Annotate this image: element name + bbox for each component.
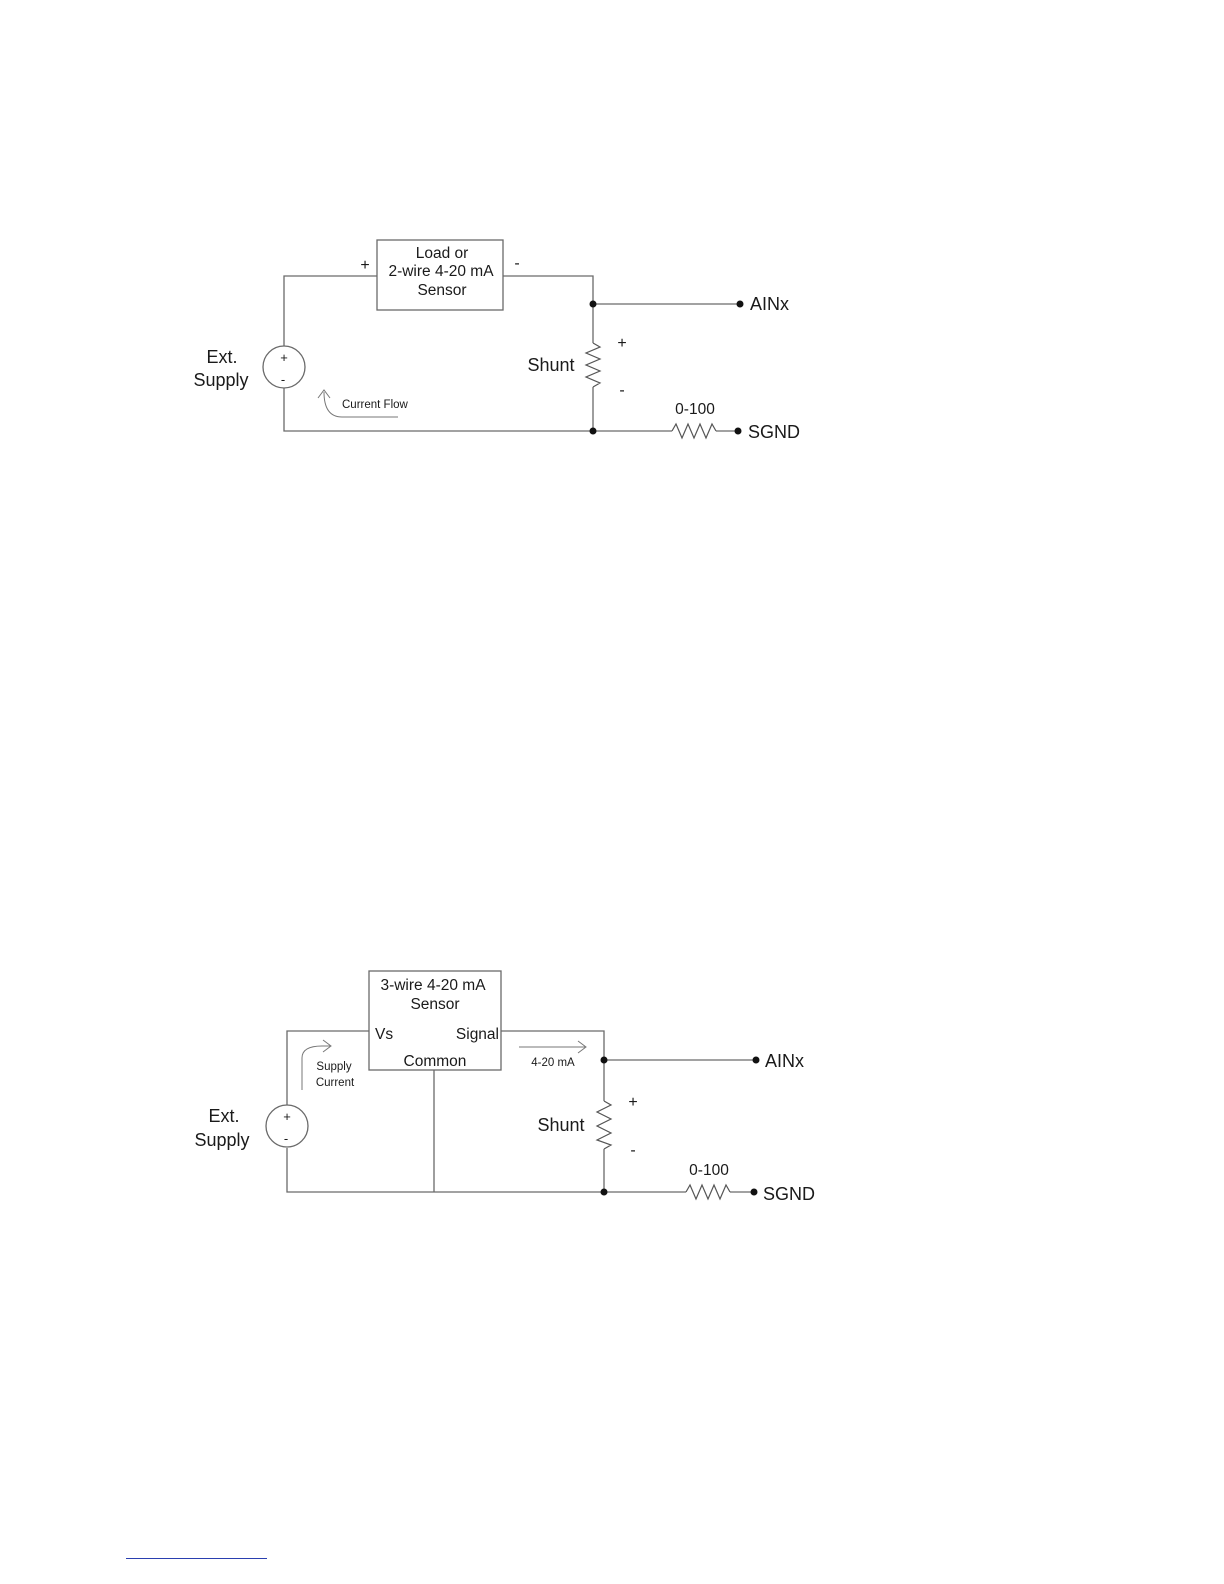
sgnd-terminal-label: SGND	[763, 1184, 815, 1204]
series-resistor-label: 0-100	[689, 1162, 729, 1179]
shunt-resistor-icon	[597, 1101, 611, 1149]
supply-label-subtitle: Supply	[193, 370, 248, 390]
signal-pin-label: Signal	[456, 1026, 499, 1043]
shunt-label: Shunt	[537, 1115, 584, 1135]
shunt-minus-sign: -	[619, 382, 624, 399]
shunt-resistor-icon	[586, 343, 600, 387]
sgnd-terminal-dot	[751, 1189, 758, 1196]
sgnd-terminal-label: SGND	[748, 422, 800, 442]
supply-label-title: Ext.	[206, 347, 237, 367]
series-resistor-label: 0-100	[675, 401, 715, 418]
shunt-minus-sign: -	[630, 1142, 635, 1159]
current-flow-label: Current Flow	[342, 399, 409, 411]
supply-current-label-line-1: Supply	[316, 1061, 351, 1073]
wire-load-to-shunt	[503, 276, 593, 343]
supply-plus-sign: +	[280, 350, 288, 365]
shunt-plus-sign: +	[617, 335, 626, 352]
sensor-box-line-1: 3-wire 4-20 mA	[380, 977, 486, 994]
supply-current-label-line-2: Current	[316, 1077, 355, 1089]
diagram-3wire: 3-wire 4-20 mA Sensor Vs Signal Common +…	[194, 971, 815, 1204]
common-pin-label: Common	[404, 1053, 467, 1070]
ainx-terminal-label: AINx	[765, 1051, 804, 1071]
load-box-line-2: 2-wire 4-20 mA	[388, 263, 494, 280]
series-resistor-icon	[672, 424, 716, 438]
supply-label-subtitle: Supply	[194, 1130, 249, 1150]
shunt-plus-sign: +	[628, 1094, 637, 1111]
load-plus-sign: +	[360, 257, 369, 274]
junction-dot-bottom	[601, 1189, 608, 1196]
wire-return	[287, 1148, 686, 1192]
ainx-terminal-dot	[737, 301, 744, 308]
series-resistor-icon	[686, 1185, 730, 1199]
load-box-line-3: Sensor	[417, 282, 466, 299]
shunt-label: Shunt	[527, 355, 574, 375]
diagram-2wire: Load or 2-wire 4-20 mA Sensor + - + - Ex…	[193, 240, 800, 442]
footnote-separator	[126, 1558, 267, 1559]
load-box-line-1: Load or	[416, 245, 469, 262]
ainx-terminal-label: AINx	[750, 294, 789, 314]
vs-pin-label: Vs	[375, 1026, 393, 1043]
supply-minus-sign: -	[284, 1131, 288, 1146]
supply-minus-sign: -	[281, 372, 285, 387]
junction-dot-bottom	[590, 428, 597, 435]
supply-label-title: Ext.	[208, 1106, 239, 1126]
ainx-terminal-dot	[753, 1057, 760, 1064]
sgnd-terminal-dot	[735, 428, 742, 435]
sensor-box-line-2: Sensor	[410, 996, 459, 1013]
load-minus-sign: -	[514, 255, 519, 272]
junction-dot-top	[601, 1057, 608, 1064]
wire-supply-to-load	[284, 276, 377, 346]
junction-dot-top	[590, 301, 597, 308]
signal-current-label: 4-20 mA	[531, 1057, 575, 1069]
supply-plus-sign: +	[283, 1109, 291, 1124]
